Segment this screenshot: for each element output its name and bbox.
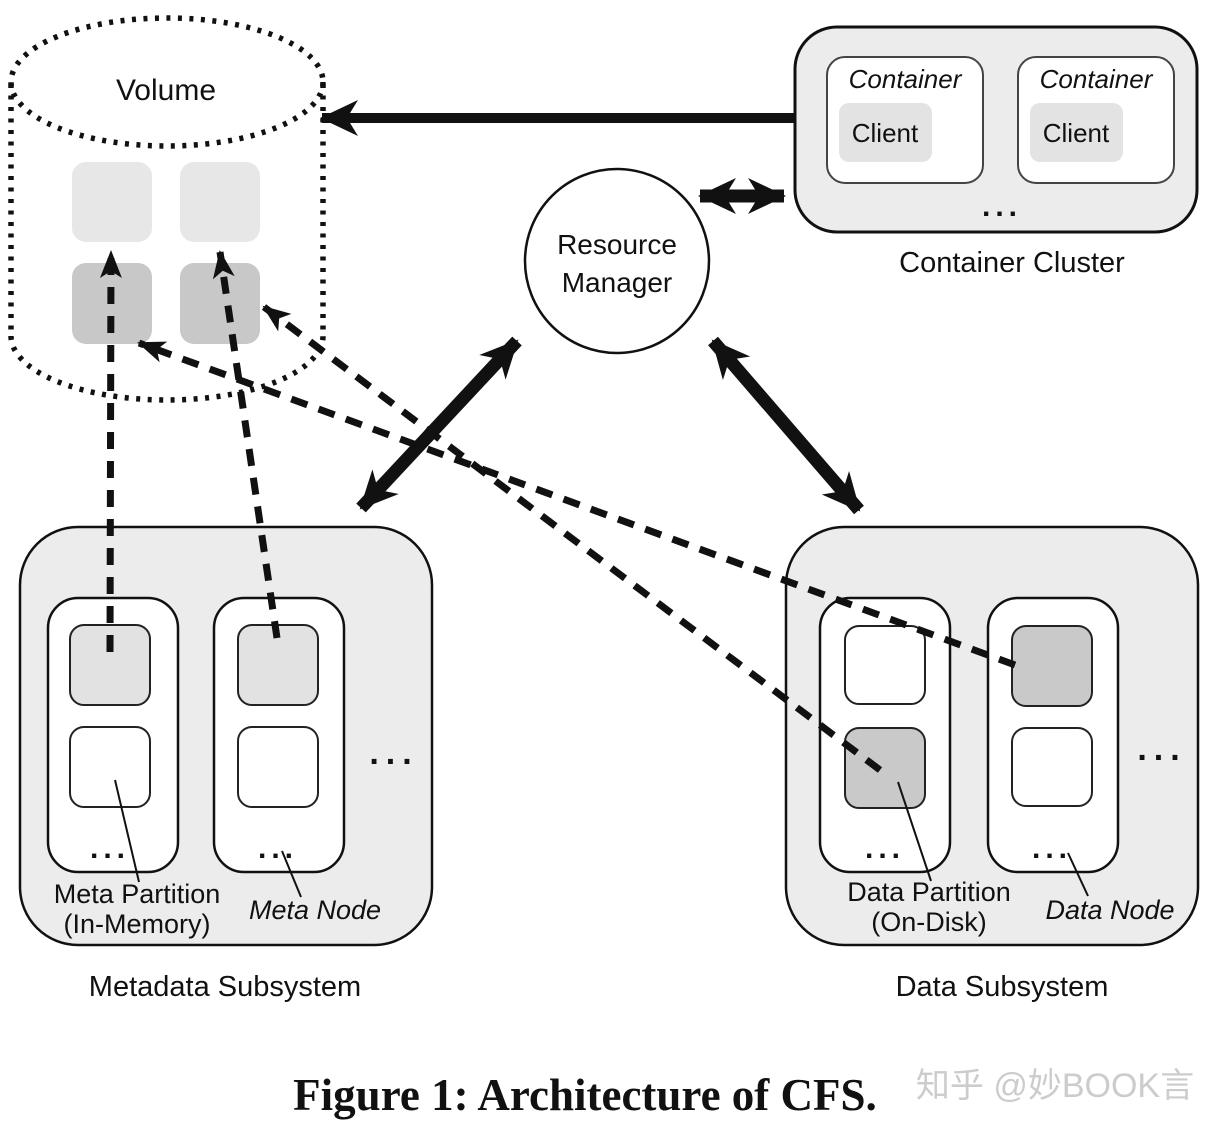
meta-node1-ellipsis: ... (90, 832, 130, 865)
volume-data-partition-2 (180, 263, 260, 344)
volume-label: Volume (116, 74, 216, 107)
meta-node-label: Meta Node (249, 895, 381, 925)
client-box-1 (839, 103, 932, 162)
dashed-arrow-data-node2-to-volume (137, 339, 1017, 669)
dashed-arrow-meta-node1-to-volume (99, 250, 122, 653)
data-partition-label-line1: Data Partition (847, 877, 1011, 907)
meta-node2-ellipsis: ... (258, 832, 298, 865)
data-partition-pointer-line (897, 781, 932, 882)
volume-bottom-arc (8, 335, 326, 403)
container-cluster-ellipsis: ... (982, 190, 1022, 223)
data-subsystem-label: Data Subsystem (896, 971, 1109, 1003)
data-node1-ellipsis: ... (865, 832, 905, 865)
volume-cylinder: Volume (8, 15, 326, 403)
watermark-text: 知乎 @妙BOOK言 (916, 1067, 1194, 1105)
container-label-1: Container (849, 64, 963, 94)
resource-manager-label-line1: Resource (557, 229, 677, 260)
volume-meta-partition-2 (180, 162, 260, 242)
meta-partition-pointer-line (114, 779, 140, 883)
data-subsystem: ... ... ... Data Partition (On-Disk) Dat… (784, 525, 1200, 1003)
arrow-rm-data-bidirectional (708, 336, 864, 515)
container-cluster: Container Client Container Client ... Co… (793, 25, 1199, 279)
volume-top-ellipse (8, 15, 326, 149)
client-box-2 (1030, 103, 1123, 162)
client-label-2: Client (1043, 118, 1110, 148)
volume-meta-partition-1 (72, 162, 152, 242)
meta-node1-partition-white (69, 726, 151, 808)
client-label-1: Client (852, 118, 919, 148)
dashed-arrow-data-node1-to-volume (261, 304, 883, 773)
container-label-2: Container (1040, 64, 1154, 94)
data-more-nodes-ellipsis: ... (1137, 730, 1186, 768)
data-node2-partition-white (1011, 727, 1093, 807)
meta-partition-label-line2: (In-Memory) (64, 909, 211, 939)
resource-manager: Resource Manager (523, 167, 711, 355)
figure-caption: Figure 1: Architecture of CFS. (293, 1070, 877, 1120)
data-node-pointer-line (1067, 852, 1089, 897)
meta-partition-label-line1: Meta Partition (54, 879, 221, 909)
meta-node-pointer-line (281, 850, 302, 898)
container-cluster-label: Container Cluster (899, 247, 1125, 279)
meta-node2-partition-white (237, 726, 319, 808)
meta-node1-partition-gray (69, 624, 151, 706)
metadata-more-nodes-ellipsis: ... (369, 734, 418, 772)
data-node2-ellipsis: ... (1032, 832, 1072, 865)
metadata-subsystem: ... ... ... Meta Partition (In-Memory) M… (18, 525, 434, 1003)
dashed-arrow-meta-node2-to-volume (212, 250, 281, 639)
metadata-subsystem-label: Metadata Subsystem (89, 971, 361, 1003)
resource-manager-circle (523, 167, 711, 355)
data-partition-label-line2: (On-Disk) (871, 907, 987, 937)
resource-manager-label-line2: Manager (562, 267, 673, 298)
data-node-label: Data Node (1045, 895, 1174, 925)
arrow-rm-metadata-bidirectional (356, 336, 522, 513)
data-node1-partition-white (844, 625, 926, 705)
data-node2-partition-gray (1011, 625, 1093, 707)
data-node1-partition-gray (844, 727, 926, 809)
